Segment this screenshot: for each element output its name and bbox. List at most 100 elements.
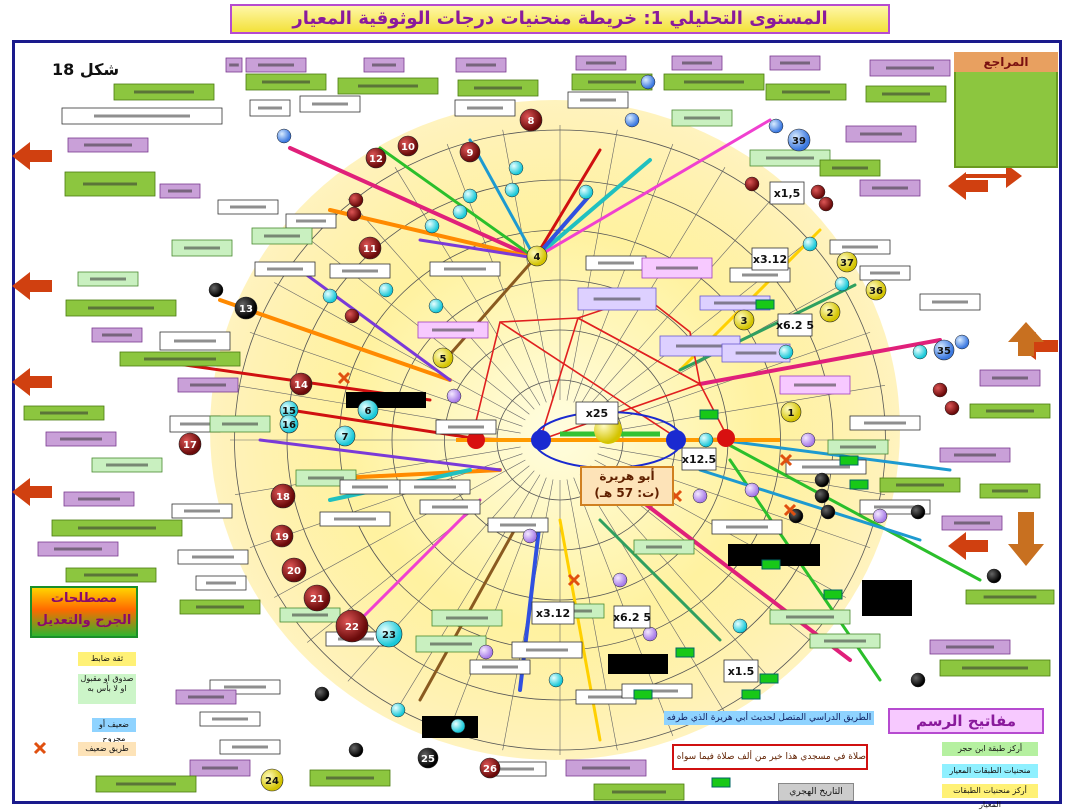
node-17-label: 17 bbox=[183, 440, 197, 451]
label-box-text-line bbox=[646, 545, 682, 549]
multiplier-tag-label: x1,5 bbox=[774, 187, 801, 200]
label-box-text-line bbox=[726, 525, 768, 529]
spoke bbox=[249, 331, 523, 427]
label-box-text-line bbox=[106, 463, 148, 467]
dark-box bbox=[422, 716, 478, 738]
label-box-text-line bbox=[116, 782, 176, 786]
small-node bbox=[640, 74, 656, 90]
small-node bbox=[624, 112, 640, 128]
node-11-circle bbox=[358, 236, 382, 260]
label-box-text-line bbox=[414, 485, 456, 489]
small-node bbox=[800, 432, 816, 448]
node-11-label: 11 bbox=[363, 244, 377, 255]
multiplier-tag-label: x3.12 bbox=[753, 253, 787, 266]
drawing-keys-title: مفاتيح الرسم bbox=[888, 708, 1044, 734]
spoke bbox=[394, 474, 541, 713]
small-node bbox=[208, 282, 224, 298]
node-17-circle bbox=[178, 432, 202, 456]
label-box-text-line bbox=[88, 306, 154, 310]
label-box-text-line bbox=[735, 351, 777, 355]
node-2-circle bbox=[819, 301, 841, 323]
node-26-circle bbox=[479, 757, 501, 779]
node-13-label: 13 bbox=[239, 304, 253, 315]
multiplier-tag-box bbox=[681, 447, 717, 471]
hadith-text: صلاة في مسجدي هذا خير من ألف صلاة فيما س… bbox=[672, 744, 868, 770]
small-node bbox=[744, 482, 760, 498]
draw-key-1: أركز طبقة ابن حجر bbox=[942, 742, 1038, 756]
label-box-text-line bbox=[870, 271, 900, 275]
label-box-text-line bbox=[352, 485, 388, 489]
label-box-text-line bbox=[308, 476, 344, 480]
label-box-text-line bbox=[932, 300, 968, 304]
label-box-text-line bbox=[83, 182, 137, 186]
small-node bbox=[344, 308, 360, 324]
label-box-text-line bbox=[296, 219, 326, 223]
label-box-text-line bbox=[766, 156, 814, 160]
page-title: المستوى التحليلي 1: خريطة منحنيات درجات … bbox=[230, 4, 890, 34]
chain-arrow bbox=[533, 118, 772, 260]
multiplier-tag-label: x25 bbox=[586, 407, 608, 420]
label-box-text-line bbox=[78, 497, 120, 501]
node-24-circle bbox=[260, 768, 284, 792]
label-box-text-line bbox=[962, 666, 1028, 670]
node-10-circle bbox=[397, 135, 419, 157]
node-5-label: 5 bbox=[440, 354, 447, 365]
label-box-text-line bbox=[372, 63, 396, 67]
small-node bbox=[732, 618, 748, 634]
orange-pointer-arrow bbox=[948, 172, 988, 200]
label-box-text-line bbox=[782, 90, 830, 94]
label-box-text-line bbox=[267, 267, 303, 271]
node-6-circle bbox=[357, 399, 379, 421]
label-box-text-line bbox=[802, 465, 850, 469]
label-box-text-line bbox=[84, 143, 132, 147]
small-node bbox=[428, 298, 444, 314]
label-box-text-line bbox=[780, 61, 810, 65]
label-box-text-line bbox=[586, 61, 616, 65]
small-node bbox=[872, 508, 888, 524]
small-node bbox=[424, 218, 440, 234]
label-box-text-line bbox=[786, 615, 834, 619]
label-box-text-line bbox=[430, 642, 472, 646]
node-4-label: 4 bbox=[534, 252, 541, 263]
label-box-text-line bbox=[742, 273, 778, 277]
label-box-text-line bbox=[258, 106, 282, 110]
central-narrator-box[interactable]: أبو هريرة (ت: 57 هـ) bbox=[580, 466, 674, 506]
small-node bbox=[462, 188, 478, 204]
label-box-text-line bbox=[229, 63, 239, 67]
label-box-text-line bbox=[144, 357, 216, 361]
multiplier-tag-box bbox=[723, 659, 759, 683]
orange-right-arrow bbox=[966, 164, 1022, 188]
green-marker bbox=[675, 647, 695, 658]
node-25-label: 25 bbox=[421, 754, 435, 765]
label-box-text-line bbox=[684, 80, 744, 84]
chain-arrow bbox=[598, 518, 722, 642]
weak-route-x-icon bbox=[567, 573, 581, 587]
label-box-text-line bbox=[432, 505, 468, 509]
label-box-text-line bbox=[54, 547, 102, 551]
node-3-label: 3 bbox=[741, 316, 748, 327]
chain-arrow bbox=[378, 146, 537, 260]
label-box-text-line bbox=[714, 301, 756, 305]
small-node bbox=[768, 118, 784, 134]
route-label: الطريق الدراسي المتصل لحديث أبي هريرة ال… bbox=[664, 711, 874, 725]
label-box-text-line bbox=[102, 333, 132, 337]
label-box-text-line bbox=[882, 92, 930, 96]
label-box-text-line bbox=[954, 453, 996, 457]
small-node bbox=[508, 160, 524, 176]
spoke bbox=[599, 446, 886, 495]
label-box-text-line bbox=[446, 616, 488, 620]
multiplier-tag-box bbox=[613, 605, 651, 629]
label-box-text-line bbox=[467, 106, 503, 110]
small-node bbox=[954, 334, 970, 350]
orange-down-arrow bbox=[1008, 512, 1044, 566]
label-box-text-line bbox=[588, 695, 624, 699]
node-23-circle bbox=[375, 620, 403, 648]
node-16-circle bbox=[279, 414, 299, 434]
node-26-label: 26 bbox=[483, 764, 497, 775]
node-35-label: 35 bbox=[937, 346, 951, 357]
label-box-text-line bbox=[500, 523, 536, 527]
term-key-3: ضعيف أو مجروح bbox=[92, 718, 136, 743]
term-key-2: صدوق او مقبول او لا بأس به bbox=[78, 674, 136, 704]
weak-route-x-icon bbox=[337, 371, 351, 385]
small-node bbox=[820, 504, 836, 520]
